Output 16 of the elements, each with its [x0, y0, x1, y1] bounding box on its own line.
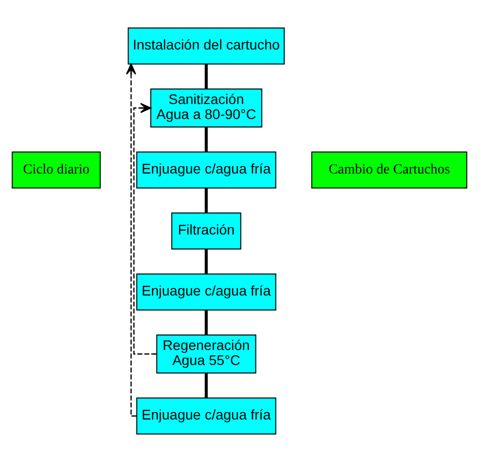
node-box: Instalación del cartucho — [128, 28, 285, 64]
connector — [204, 310, 208, 335]
node-box: Sanitización Agua a 80-90°C — [150, 88, 262, 128]
node-box: Enjuague c/agua fría — [136, 274, 276, 310]
node-box: Filtración — [171, 212, 242, 250]
node-box: Ciclo diario — [12, 152, 101, 188]
connector — [204, 64, 208, 89]
node-box: Regeneración Agua 55°C — [156, 334, 256, 374]
connector — [204, 373, 208, 398]
node-box: Enjuague c/agua fría — [136, 398, 276, 434]
connector — [204, 188, 208, 213]
node-box: Cambio de Cartuchos — [311, 152, 468, 188]
connector — [204, 127, 208, 152]
arrow — [133, 102, 156, 355]
connector — [204, 249, 208, 274]
node-box: Enjuague c/agua fría — [136, 152, 276, 188]
